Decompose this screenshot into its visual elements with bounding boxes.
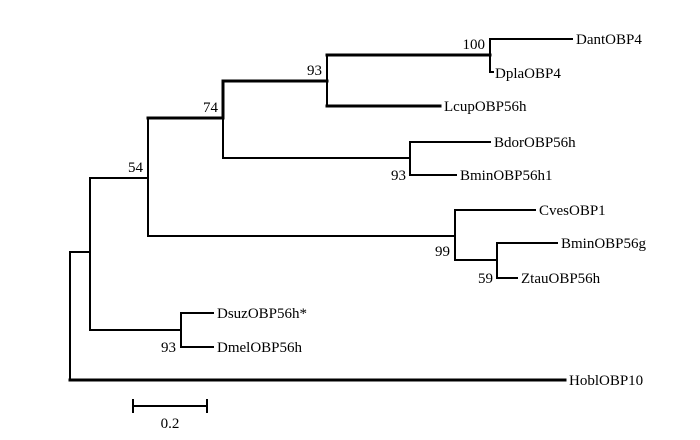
bootstrap-dant-dpla: 100	[463, 37, 486, 53]
taxon-dmel: DmelOBP56h	[217, 340, 303, 356]
bootstrap-bmin-ztau: 59	[478, 271, 493, 287]
scale-bar-label: 0.2	[161, 416, 180, 432]
scale-bar: 0.2	[132, 399, 208, 432]
bootstrap-cves-group: 99	[435, 244, 450, 260]
taxon-lcup: LcupOBP56h	[444, 99, 527, 115]
taxon-dant: DantOBP4	[576, 32, 642, 48]
taxon-dsuz: DsuzOBP56h*	[217, 306, 307, 322]
bootstrap-lcup-group: 93	[307, 63, 322, 79]
taxon-hobl: HoblOBP10	[569, 373, 643, 389]
bootstrap-bactrocera: 93	[391, 168, 406, 184]
bootstrap-drosophila: 93	[161, 340, 176, 356]
bootstrap-upper-clade: 74	[203, 100, 219, 116]
taxon-cves: CvesOBP1	[539, 203, 606, 219]
taxon-bmin-h1: BminOBP56h1	[460, 168, 553, 184]
taxon-bdor: BdorOBP56h	[494, 135, 576, 151]
taxon-ztau: ZtauOBP56h	[521, 271, 601, 287]
taxon-dpla: DplaOBP4	[495, 66, 561, 82]
bootstrap-big-clade: 54	[128, 160, 144, 176]
taxon-bmin-g: BminOBP56g	[561, 236, 647, 252]
